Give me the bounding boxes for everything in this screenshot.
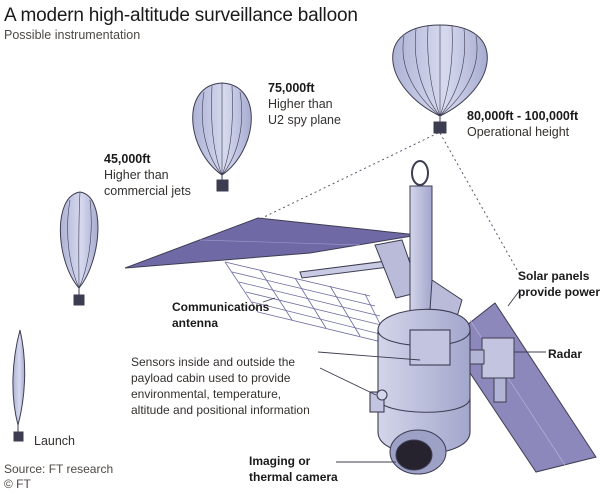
zoom-lines: [261, 132, 521, 276]
radar-unit: [469, 337, 515, 403]
solar-panel-top: [124, 217, 419, 269]
source-note: Source: FT research: [4, 462, 114, 476]
altitude-75000-height: 75,000ft: [268, 81, 315, 95]
altitude-45000-height: 45,000ft: [104, 152, 151, 166]
label-camera: Imaging or thermal camera: [249, 454, 338, 484]
payload-cabin: [369, 308, 471, 455]
altitude-75000: 75,000ft Higher than U2 spy plane: [268, 80, 348, 128]
label-sensors: Sensors inside and outside the payload c…: [131, 355, 310, 417]
altitude-operational-height: 80,000ft - 100,000ft: [467, 109, 579, 123]
altitude-45000: 45,000ft Higher than commercial jets: [104, 151, 194, 199]
comms-antenna-grid: [224, 261, 391, 345]
leader-lines: [262, 289, 546, 463]
chart-subtitle: Possible instrumentation: [4, 28, 141, 42]
balloon-75000: [192, 82, 252, 192]
label-comms-antenna: Communications antenna: [172, 300, 270, 330]
altitude-45000-desc: Higher than commercial jets: [104, 168, 191, 198]
credit-note: © FT: [4, 477, 31, 491]
altitude-operational: 80,000ft - 100,000ft Operational height: [467, 108, 578, 140]
balloon-45000: [59, 191, 99, 306]
launch-balloon: [12, 329, 26, 442]
chart-title: A modern high-altitude surveillance ball…: [4, 5, 358, 26]
altitude-launch: Launch: [34, 433, 75, 449]
altitude-launch-desc: Launch: [34, 434, 76, 448]
label-radar: Radar: [548, 347, 583, 361]
camera-unit: [389, 429, 447, 475]
label-solar-panels: Solar panels provide power: [518, 269, 600, 299]
balloon-operational: [392, 24, 488, 134]
altitude-operational-desc: Operational height: [467, 125, 570, 139]
altitude-75000-desc: Higher than U2 spy plane: [268, 97, 341, 127]
